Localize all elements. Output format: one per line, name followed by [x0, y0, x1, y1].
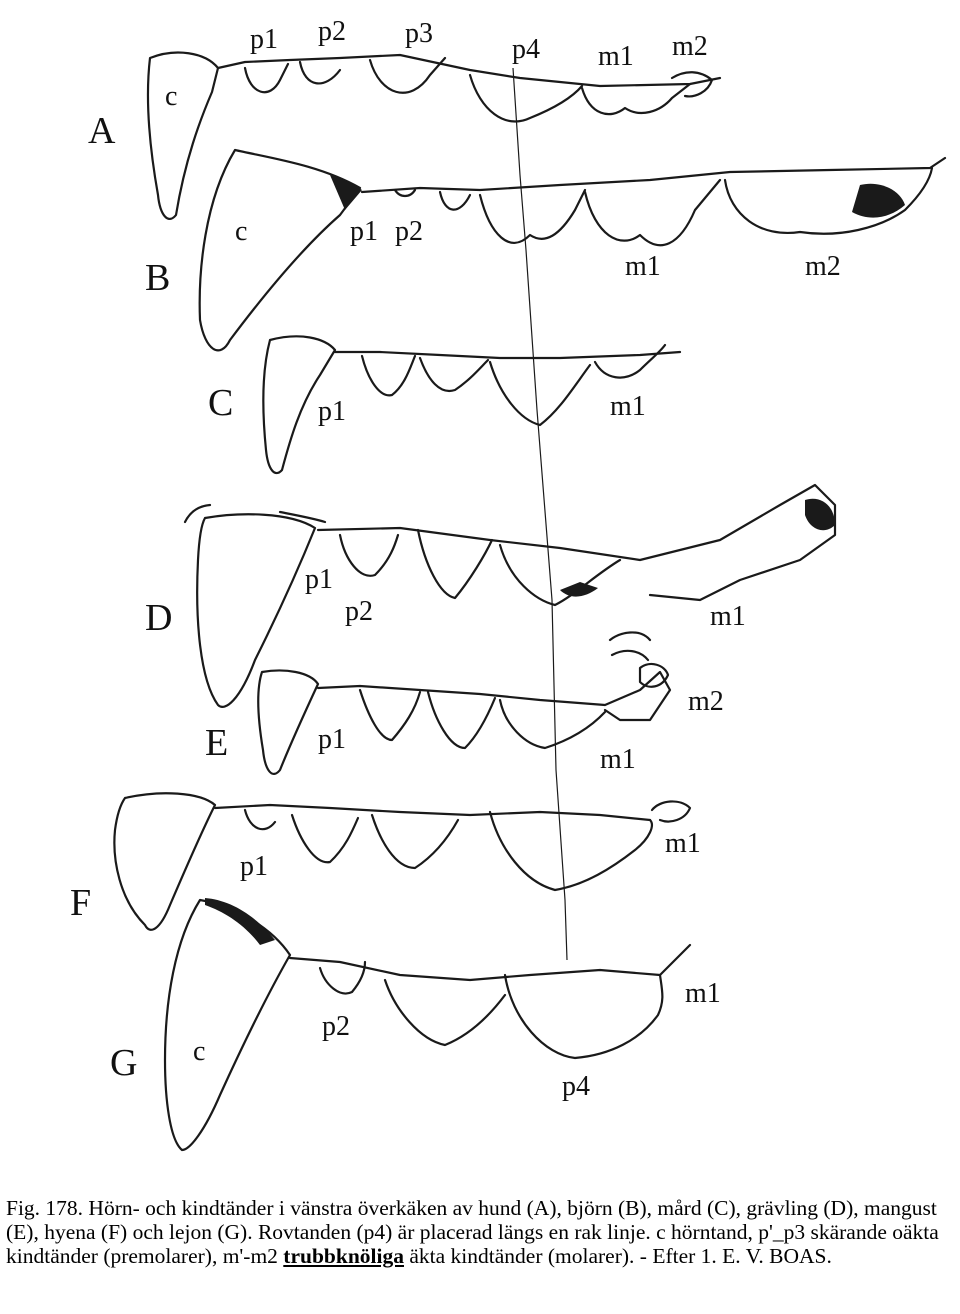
row-label-e: E	[205, 722, 228, 764]
tooth-label-e-m1: m1	[600, 744, 636, 775]
caption-text-before: Fig. 178. Hörn- och kindtänder i vänstra…	[6, 1196, 939, 1268]
jaw-row-b	[198, 148, 947, 352]
tooth-label-f-p1: p1	[240, 851, 268, 882]
carnassial-alignment-line	[512, 67, 568, 961]
jaw-row-g	[163, 898, 692, 1152]
row-label-d: D	[145, 597, 172, 639]
tooth-label-g-p2: p2	[322, 1011, 350, 1042]
tooth-label-d-p2: p2	[345, 596, 373, 627]
row-label-b: B	[145, 257, 170, 299]
tooth-label-f-m1: m1	[665, 828, 701, 859]
tooth-label-a-p2: p2	[318, 16, 346, 47]
row-label-g: G	[110, 1042, 137, 1084]
tooth-label-b-m1: m1	[625, 251, 661, 282]
row-label-f: F	[70, 882, 91, 924]
row-label-a: A	[88, 110, 116, 152]
figure-drawing: A B C D E F G c p1 p2 p3 p4 m1 m2 c p1 p…	[70, 16, 947, 1152]
tooth-label-g-m1: m1	[685, 978, 721, 1009]
tooth-label-d-p1: p1	[305, 564, 333, 595]
tooth-label-b-p1: p1	[350, 216, 378, 247]
jaw-row-e	[257, 631, 672, 775]
figure-caption: Fig. 178. Hörn- och kindtänder i vänstra…	[6, 1196, 956, 1268]
tooth-label-b-m2: m2	[805, 251, 841, 282]
jaw-row-f	[113, 792, 692, 931]
tooth-label-a-m2: m2	[672, 31, 708, 62]
caption-text-after: äkta kindtänder (molarer). - Efter 1. E.…	[403, 1244, 832, 1268]
jaw-row-a	[146, 51, 722, 220]
jaw-row-c	[262, 335, 682, 475]
tooth-label-b-c: c	[235, 216, 247, 247]
tooth-label-g-p4: p4	[562, 1071, 590, 1102]
tooth-label-a-m1: m1	[598, 41, 634, 72]
caption-emphasis: trubbknöliga	[283, 1244, 404, 1268]
tooth-label-c-m1: m1	[610, 391, 646, 422]
tooth-label-a-p3: p3	[405, 18, 433, 49]
jaw-row-d	[183, 483, 837, 708]
tooth-label-c-p1: p1	[318, 396, 346, 427]
tooth-label-a-c: c	[165, 81, 177, 112]
tooth-label-d-m1: m1	[710, 601, 746, 632]
tooth-label-e-p1: p1	[318, 724, 346, 755]
tooth-label-b-p2: p2	[395, 216, 423, 247]
tooth-label-g-c: c	[193, 1036, 205, 1067]
row-label-c: C	[208, 382, 233, 424]
tooth-label-a-p1: p1	[250, 24, 278, 55]
tooth-label-a-p4: p4	[512, 34, 540, 65]
tooth-label-e-m2: m2	[688, 686, 724, 717]
